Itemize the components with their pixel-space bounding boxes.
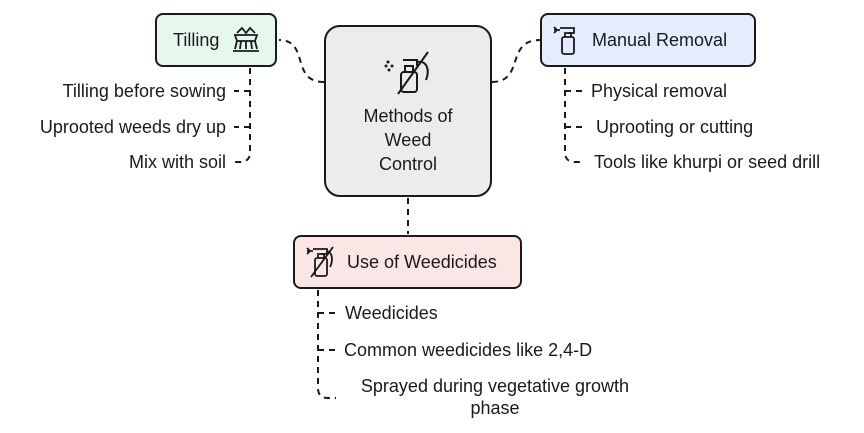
manual-item-3: Tools like khurpi or seed drill	[594, 152, 821, 172]
weedicides-item-1: Weedicides	[345, 303, 438, 323]
tilling-item-1: Tilling before sowing	[62, 81, 226, 101]
rake-icon	[231, 25, 261, 55]
tilling-item-2: Uprooted weeds dry up	[39, 117, 226, 137]
connector-center-tilling	[278, 39, 325, 83]
manual-item-1: Physical removal	[591, 81, 728, 101]
manual-item-2: Uprooting or cutting	[596, 117, 754, 137]
connector-manual-trunk	[564, 68, 582, 163]
weedicides-item-3: Sprayed during vegetative growth phase	[360, 376, 630, 418]
center-title-line-1: Methods of	[363, 106, 453, 126]
center-title-line-2: Weed	[384, 130, 432, 150]
center-title-line-3: Control	[378, 154, 438, 174]
spray-bottle-icon	[305, 245, 335, 279]
tilling-label: Tilling	[173, 29, 220, 50]
weedicides-item-2: Common weedicides like 2,4-D	[344, 340, 593, 360]
manual-removal-node: Manual Removal	[540, 13, 756, 67]
weedicides-node: Use of Weedicides	[293, 235, 522, 289]
manual-removal-label: Manual Removal	[592, 29, 728, 50]
connector-weedicides-trunk	[317, 290, 336, 399]
tilling-item-3: Mix with soil	[128, 152, 226, 172]
tilling-node: Tilling	[155, 13, 277, 67]
connector-tilling-trunk	[234, 68, 251, 163]
weedicides-label: Use of Weedicides	[347, 251, 497, 272]
sprayer-icon	[382, 46, 434, 98]
connector-center-manual	[491, 39, 541, 83]
spray-bottle-icon	[552, 24, 580, 56]
center-node: Methods of Weed Control	[324, 25, 492, 197]
